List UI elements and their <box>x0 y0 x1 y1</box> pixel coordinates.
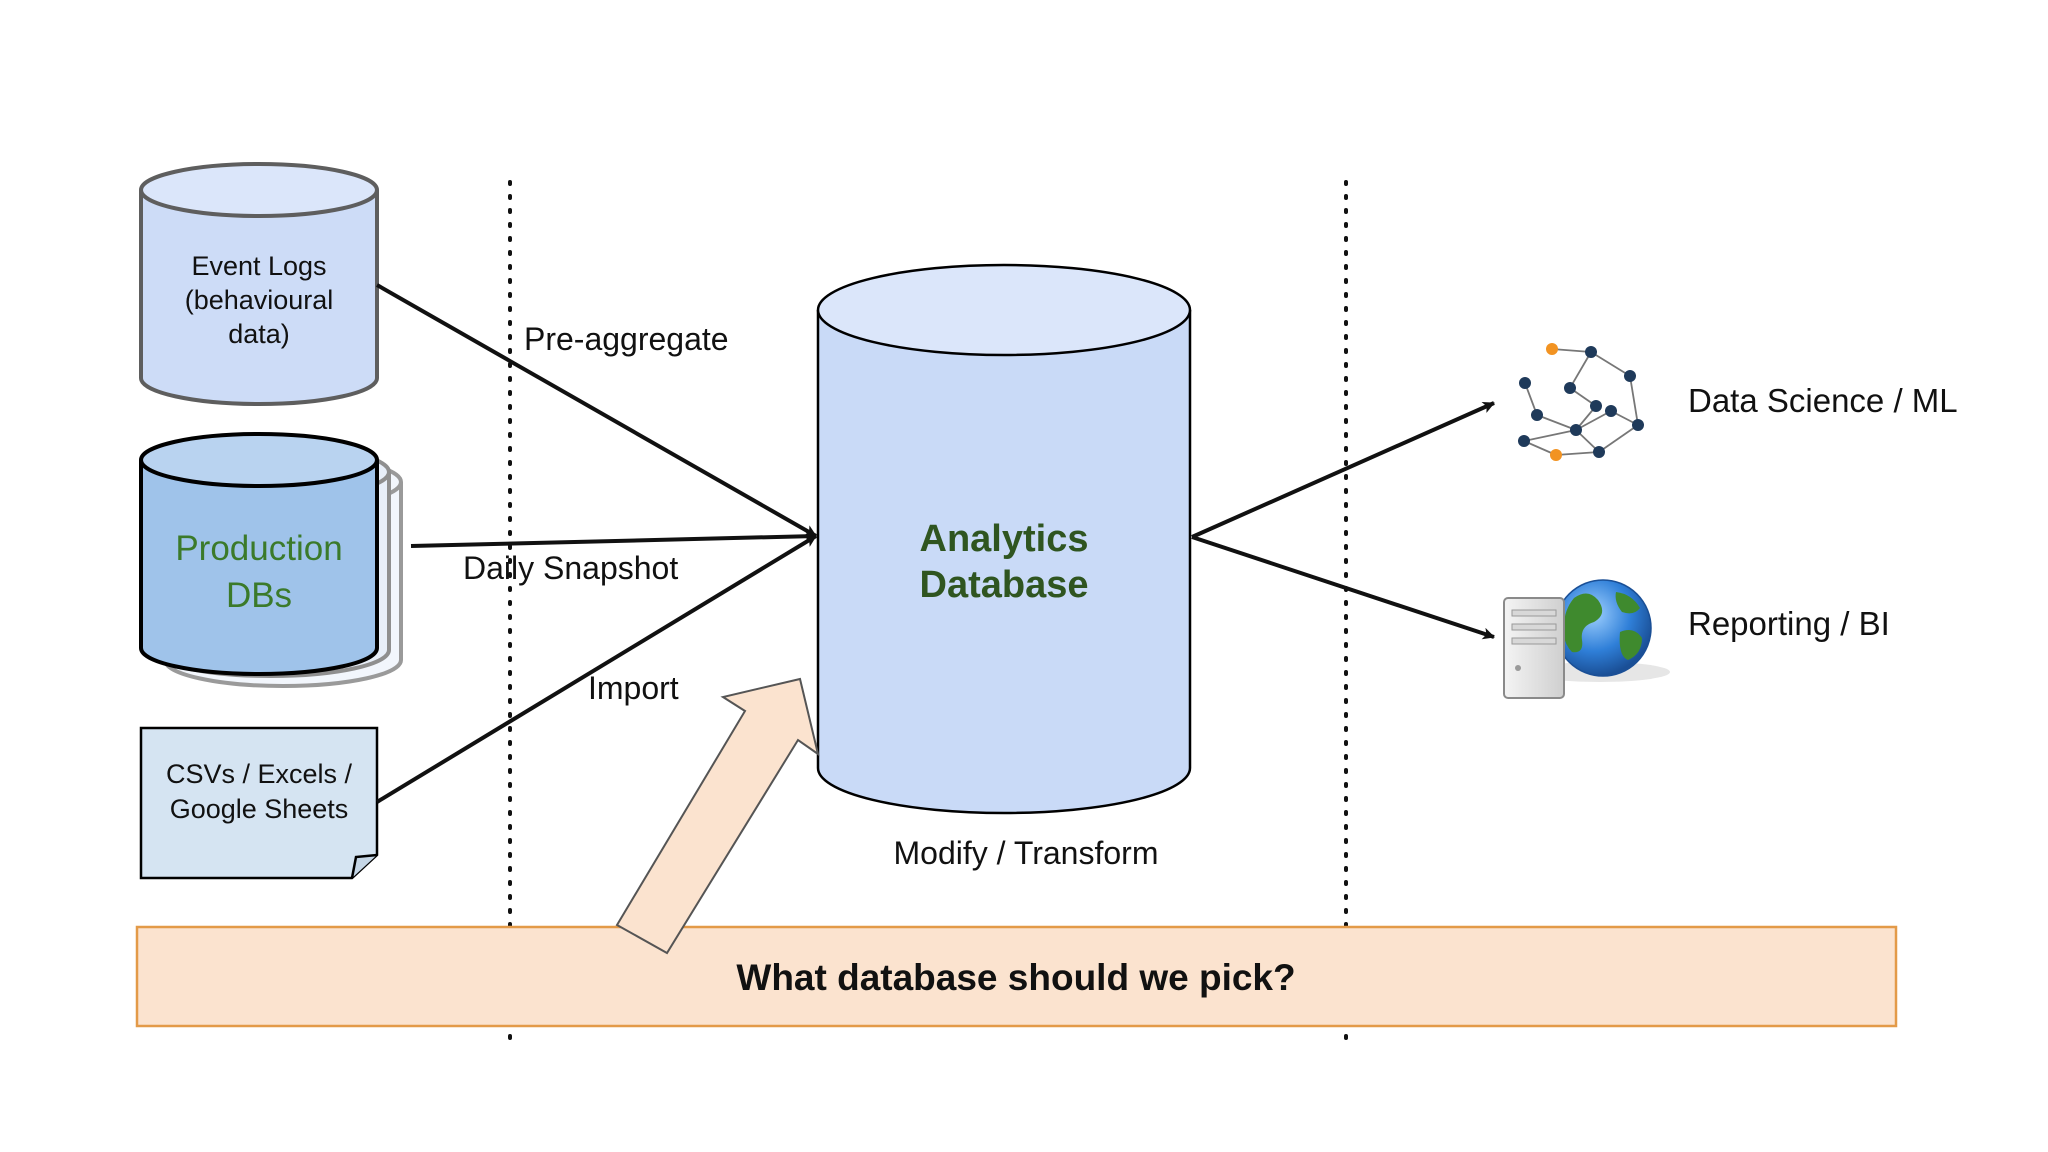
pre-aggregate-label: Pre-aggregate <box>524 321 729 357</box>
csvs-label-1: CSVs / Excels / <box>166 759 353 789</box>
event-logs-label-1: Event Logs <box>191 251 326 281</box>
event-logs-cylinder: Event Logs (behavioural data) <box>139 162 379 406</box>
production-dbs-label-2: DBs <box>226 576 292 615</box>
event-logs-label-3: data) <box>228 319 290 349</box>
modify-transform-label: Modify / Transform <box>894 835 1159 871</box>
production-dbs-label-1: Production <box>175 529 342 568</box>
question-banner <box>135 925 1898 1028</box>
reporting-arrow <box>1191 535 1495 640</box>
reporting-label: Reporting / BI <box>1688 605 1890 642</box>
analytics-label-1: Analytics <box>920 518 1089 560</box>
big-up-arrow <box>615 677 820 955</box>
csvs-note: CSVs / Excels / Google Sheets <box>139 726 379 880</box>
server-globe-icon <box>1503 579 1670 699</box>
daily-snapshot-label: Daily Snapshot <box>463 550 678 586</box>
import-label: Import <box>588 670 679 706</box>
analytics-database-cylinder: Analytics Database <box>816 263 1192 815</box>
event-logs-label-2: (behavioural <box>185 285 334 315</box>
daily-snapshot-arrow <box>410 530 817 548</box>
analytics-label-2: Database <box>920 564 1089 606</box>
production-dbs-cylinder: Production DBs <box>139 432 403 688</box>
pre-aggregate-arrow <box>376 283 817 538</box>
question-text: What database should we pick? <box>736 957 1295 998</box>
network-graph-icon <box>1518 343 1644 461</box>
csvs-label-2: Google Sheets <box>170 794 349 824</box>
data-science-arrow <box>1191 401 1495 539</box>
data-science-label: Data Science / ML <box>1688 382 1958 419</box>
import-arrow <box>375 534 818 804</box>
